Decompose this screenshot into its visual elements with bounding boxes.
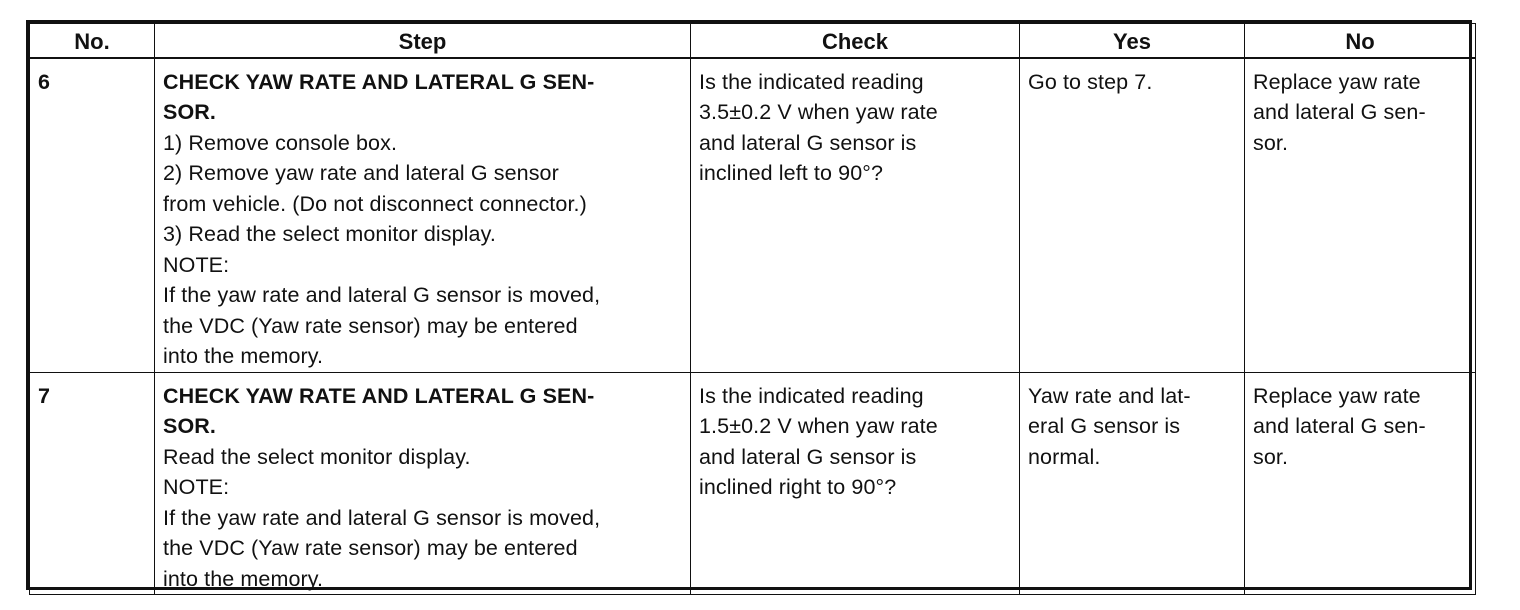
diagnostic-table: No. Step Check Yes No 6 CHECK YAW RATE A… (26, 20, 1476, 595)
step-line: If the yaw rate and lateral G sensor is … (163, 505, 601, 530)
diagnostic-table-grid: No. Step Check Yes No 6 CHECK YAW RATE A… (29, 23, 1476, 595)
header-step: Step (154, 23, 691, 59)
check-line: inclined right to 90°? (699, 475, 897, 499)
step-line: into the memory. (163, 344, 324, 368)
yes-cell: Yaw rate and lat- eral G sensor is norma… (1019, 371, 1245, 595)
table-row: 7 CHECK YAW RATE AND LATERAL G SEN- SOR.… (29, 371, 1476, 595)
yes-line: normal. (1028, 444, 1101, 469)
table-header-row: No. Step Check Yes No (29, 23, 1476, 59)
step-line: 3) Read the select monitor display. (163, 222, 496, 246)
header-no: No. (29, 23, 155, 59)
step-line: the VDC (Yaw rate sensor) may be entered (163, 313, 578, 338)
check-line: Is the indicated reading (699, 69, 924, 94)
no-line: sor. (1253, 444, 1289, 469)
no-line: Replace yaw rate (1253, 69, 1421, 94)
no-line: Replace yaw rate (1253, 383, 1421, 408)
check-line: 1.5±0.2 V when yaw rate (699, 414, 938, 438)
step-line: Read the select monitor display. (163, 444, 471, 469)
row-number: 7 (29, 371, 155, 595)
step-cell: CHECK YAW RATE AND LATERAL G SEN- SOR. 1… (154, 57, 691, 373)
header-yes: Yes (1019, 23, 1245, 59)
step-line: the VDC (Yaw rate sensor) may be entered (163, 536, 578, 560)
check-line: 3.5±0.2 V when yaw rate (699, 100, 938, 124)
yes-line: Go to step 7. (1028, 69, 1153, 94)
step-line: NOTE: (163, 475, 230, 499)
check-line: inclined left to 90°? (699, 161, 884, 185)
step-line: from vehicle. (Do not disconnect connect… (163, 191, 587, 216)
step-line: If the yaw rate and lateral G sensor is … (163, 283, 601, 307)
header-check: Check (690, 23, 1020, 59)
no-line: and lateral G sen- (1253, 100, 1426, 124)
step-line: 1) Remove console box. (163, 130, 398, 155)
step-line: 2) Remove yaw rate and lateral G sensor (163, 161, 559, 185)
step-title: CHECK YAW RATE AND LATERAL G SEN- (163, 383, 595, 408)
yes-cell: Go to step 7. (1019, 57, 1245, 373)
check-line: and lateral G sensor is (699, 444, 917, 469)
no-cell: Replace yaw rate and lateral G sen- sor. (1244, 371, 1476, 595)
step-line: into the memory. (163, 566, 324, 591)
step-title-continued: SOR. (163, 100, 216, 124)
step-cell: CHECK YAW RATE AND LATERAL G SEN- SOR. R… (154, 371, 691, 595)
check-line: Is the indicated reading (699, 383, 924, 408)
row-number: 6 (29, 57, 155, 373)
check-cell: Is the indicated reading 1.5±0.2 V when … (690, 371, 1020, 595)
yes-line: Yaw rate and lat- (1028, 383, 1191, 408)
step-title: CHECK YAW RATE AND LATERAL G SEN- (163, 69, 595, 94)
no-line: and lateral G sen- (1253, 414, 1426, 438)
yes-line: eral G sensor is (1028, 414, 1181, 438)
header-no-result: No (1244, 23, 1476, 59)
step-title-continued: SOR. (163, 414, 216, 438)
step-line: NOTE: (163, 252, 230, 277)
table-row: 6 CHECK YAW RATE AND LATERAL G SEN- SOR.… (29, 57, 1476, 373)
check-line: and lateral G sensor is (699, 130, 917, 155)
check-cell: Is the indicated reading 3.5±0.2 V when … (690, 57, 1020, 373)
no-line: sor. (1253, 130, 1289, 155)
no-cell: Replace yaw rate and lateral G sen- sor. (1244, 57, 1476, 373)
